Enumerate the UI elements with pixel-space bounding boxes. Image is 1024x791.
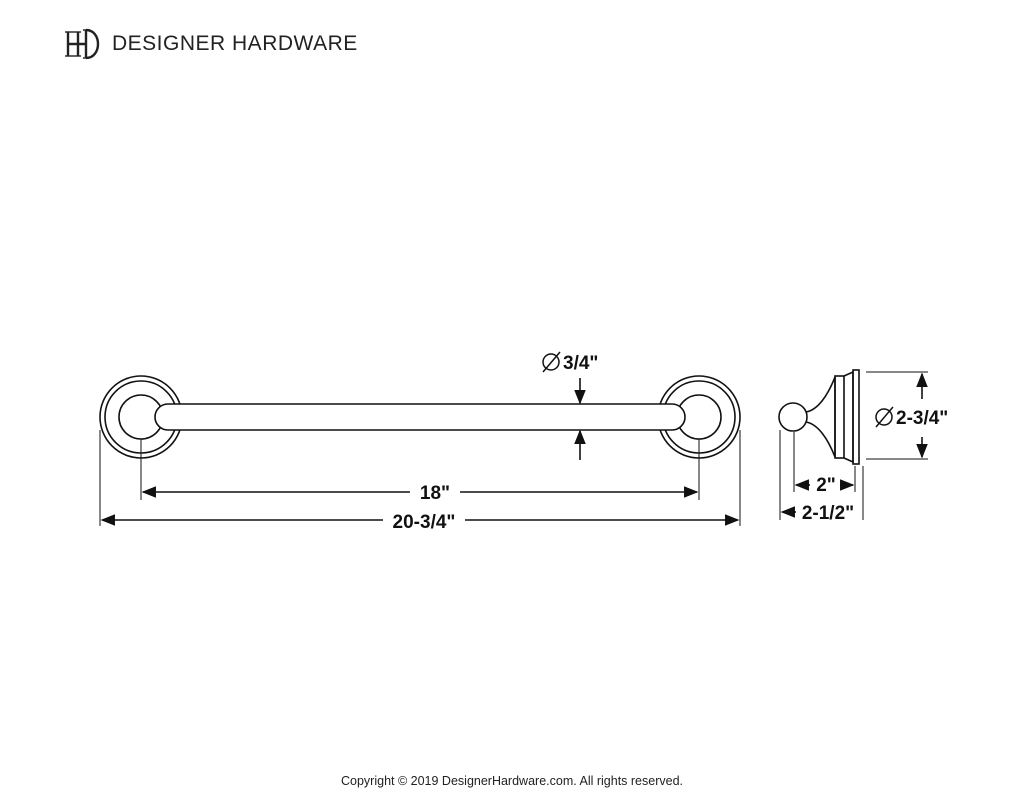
post-knob — [778, 402, 808, 432]
dh-monogram-icon — [65, 28, 100, 60]
header: DESIGNER HARDWARE — [64, 26, 358, 62]
front-view — [99, 375, 741, 526]
post-neck — [805, 376, 836, 458]
flange-collar — [834, 375, 845, 459]
diameter-symbol-icon — [542, 351, 561, 373]
flange-diameter-label: 2-3/4" — [896, 408, 948, 429]
diameter-symbol-icon — [875, 406, 894, 428]
mounting-plate — [852, 369, 860, 465]
copyright-footer: Copyright © 2019 DesignerHardware.com. A… — [341, 774, 683, 788]
towel-rod — [154, 403, 686, 431]
overall-length-label: 20-3/4" — [393, 512, 456, 533]
rod-diameter-dim: 3/4" — [542, 351, 598, 374]
overall-projection-label: 2-1/2" — [802, 503, 854, 524]
brand-name: DESIGNER HARDWARE — [112, 32, 358, 55]
flange-diameter-dim: 2-3/4" — [875, 406, 948, 429]
bar-projection-label: 2" — [816, 475, 836, 496]
rod-diameter-label: 3/4" — [563, 353, 598, 374]
flange-base — [843, 370, 854, 464]
side-view — [778, 369, 928, 520]
post-spacing-label: 18" — [420, 483, 450, 504]
